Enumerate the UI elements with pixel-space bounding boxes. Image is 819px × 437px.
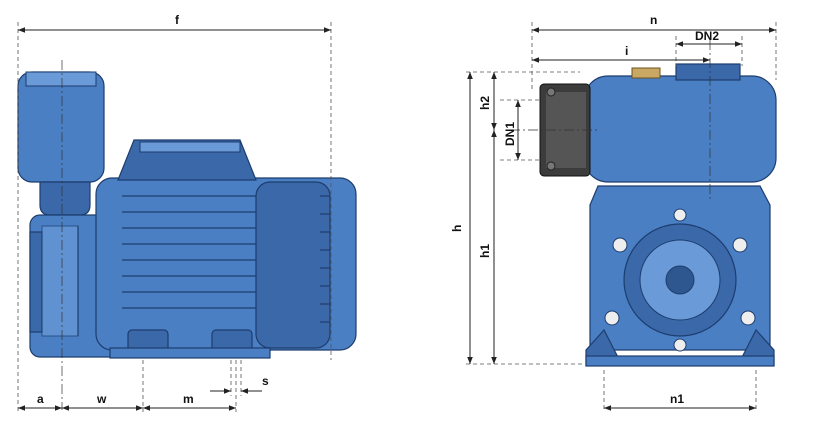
- cooling-fins: [122, 195, 258, 309]
- dim-n-label: n: [650, 13, 657, 27]
- front-view: n DN2 i h h2 h1 DN1 n1: [450, 13, 777, 412]
- dim-dn1-label: DN1: [503, 122, 517, 146]
- dim-m-label: m: [183, 392, 194, 406]
- dim-a-label: a: [37, 392, 44, 406]
- discharge-column: [17, 71, 105, 216]
- dim-i-label: i: [625, 44, 628, 58]
- dim-h1-label: h1: [478, 244, 492, 258]
- dim-s-label: s: [262, 374, 269, 388]
- dim-h-label: h: [450, 225, 464, 232]
- front-pump-casing: [585, 185, 775, 367]
- dim-f-label: f: [175, 13, 180, 27]
- motor-body: [95, 139, 357, 359]
- dim-dn2-label: DN2: [695, 29, 719, 43]
- front-motor-housing: [539, 63, 777, 183]
- dim-w-label: w: [96, 392, 107, 406]
- fan-cover-slots: [320, 195, 330, 323]
- dim-n1-label: n1: [670, 392, 684, 406]
- side-view: f a w m s: [17, 13, 357, 412]
- dim-h2-label: h2: [478, 96, 492, 110]
